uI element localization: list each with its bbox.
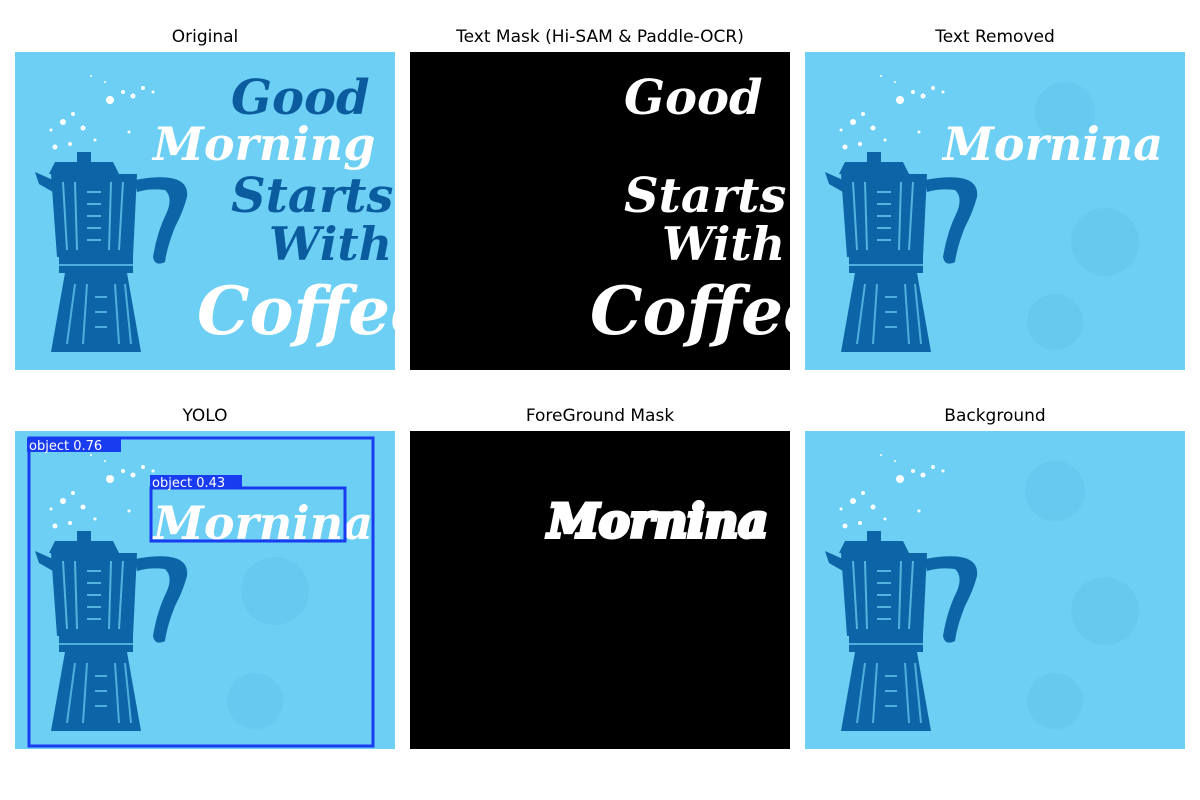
detection-label-bg-2 [150, 475, 242, 489]
panel-title-text-mask: Text Mask (Hi-SAM & Paddle-OCR) [456, 27, 744, 47]
panel-foreground-mask: Mornina [410, 431, 790, 749]
artwork-word-coffee: Coffee [197, 272, 395, 350]
detection-label-1: object 0.76 [29, 439, 102, 454]
panel-title-yolo: YOLO [182, 406, 228, 426]
panel-title-original: Original [171, 27, 239, 47]
artwork-word-morning: Morning [151, 117, 375, 171]
panel-title-text-removed: Text Removed [935, 27, 1055, 47]
panel-text-mask: Good Starts With Coffee [410, 52, 790, 370]
panel-title-foreground-mask: ForeGround Mask [525, 406, 675, 426]
artwork-word-starts: Starts [231, 168, 393, 224]
detection-box-1 [27, 436, 375, 748]
artwork-word-with: With [269, 217, 392, 271]
mask-word-good: Good [624, 70, 763, 126]
mask-word-coffee: Coffee [590, 272, 790, 350]
panel-title-background: Background [944, 406, 1046, 426]
panel-background [805, 431, 1185, 749]
mask-word-with: With [662, 217, 785, 271]
panel-yolo: Mornina object 0.76 object 0.43 [15, 431, 395, 749]
detection-box-2 [149, 486, 347, 543]
removed-word-mornina: Mornina [941, 117, 1163, 171]
panel-text-removed: Mornina [805, 52, 1185, 370]
panel-original: Good Morning Starts With Coffee [15, 52, 395, 370]
mask-word-starts: Starts [624, 168, 786, 224]
foreground-word-mornina: Mornina [546, 494, 768, 548]
detection-label-bg-1 [27, 438, 121, 452]
artwork-word-good: Good [231, 70, 370, 126]
detection-label-2: object 0.43 [152, 476, 225, 491]
